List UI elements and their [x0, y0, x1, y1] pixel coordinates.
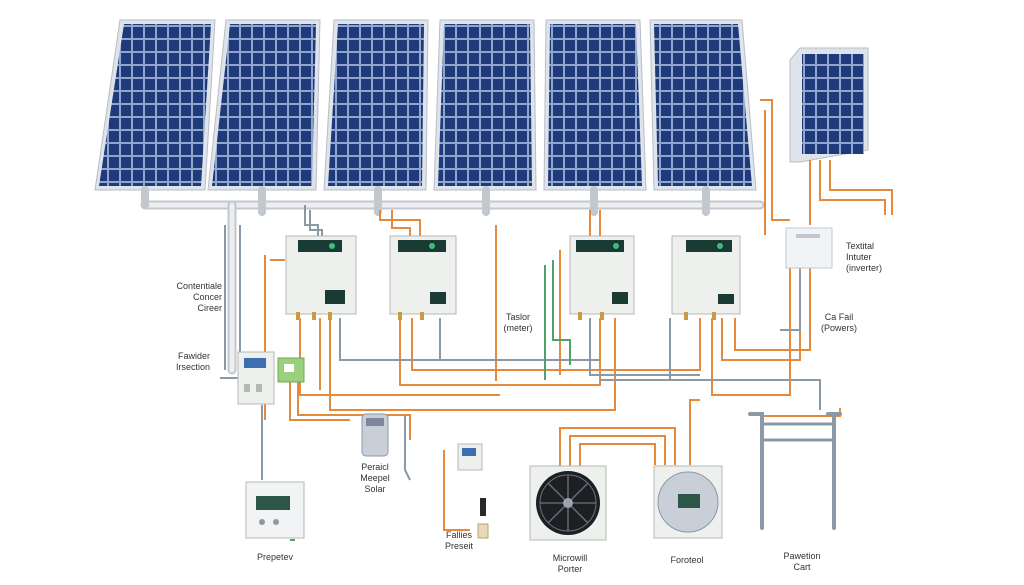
inverter-box-icon [671, 235, 741, 320]
solar-panel-icon [543, 19, 647, 191]
label-personal-meter: Peraicl Meepel Solar [360, 462, 390, 494]
junction-board-icon [277, 357, 305, 383]
solar-panel-row [94, 19, 869, 191]
solar-panel-icon [207, 19, 321, 191]
solar-panel-icon [433, 19, 537, 191]
label-tester-meter: Taslor (meter) [503, 312, 533, 333]
solar-panel-icon [649, 19, 757, 191]
solar-panel-icon [94, 19, 216, 191]
central-inverter-icon [785, 227, 833, 269]
foroteol-icon [653, 465, 723, 539]
inverter-box-icon [389, 235, 457, 320]
meter-icon [245, 481, 305, 539]
label-controller: Contentiale Concer Cireer [176, 281, 222, 313]
label-microwill-power: Microwill Porter [552, 553, 588, 574]
inverter-box-icon [569, 235, 635, 320]
fan-icon [529, 465, 607, 541]
fuse-preset-icon [443, 443, 489, 539]
mounting-bracket-icon [748, 412, 842, 530]
label-meter: Prepetev [256, 552, 294, 562]
label-panel-cart: Pawetion Cart [783, 551, 821, 572]
label-fuse-preset: Fallies Preseit [444, 530, 473, 551]
solar-panel-icon [323, 19, 429, 191]
wiring-green [290, 260, 571, 541]
fuse-box-icon [237, 351, 275, 405]
inverter-box-icon [285, 235, 357, 320]
personal-meter-icon [361, 413, 411, 481]
solar-panel-icon [789, 47, 869, 163]
wiring-orange [264, 99, 893, 470]
label-fuse-inspection: Fawider Irsection [175, 351, 210, 372]
label-ca-fail: Ca Fail (Powers) [820, 312, 857, 333]
mounting-pipe [140, 186, 765, 375]
label-central-inverter: Textital Intuter (inverter) [846, 241, 883, 273]
label-foroteol: Foroteol [670, 555, 704, 565]
